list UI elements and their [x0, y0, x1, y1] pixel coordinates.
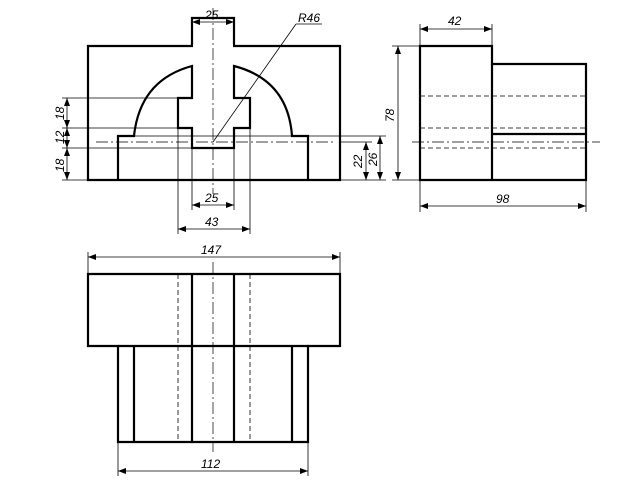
- dim-top-147: 147: [87, 243, 341, 274]
- dim-front-top-25: 25: [191, 8, 235, 28]
- top-view-outline: [86, 272, 342, 444]
- svg-text:78: 78: [383, 108, 397, 122]
- svg-text:42: 42: [448, 14, 462, 28]
- svg-text:25: 25: [204, 191, 219, 205]
- svg-text:18: 18: [53, 158, 67, 172]
- svg-text:12: 12: [53, 130, 67, 144]
- front-view-outline: [86, 16, 342, 182]
- top-view: 147 112: [86, 243, 342, 476]
- svg-text:26: 26: [366, 152, 380, 167]
- svg-text:98: 98: [496, 192, 510, 206]
- dim-side-bottom-98: 98: [419, 180, 587, 212]
- side-view-outline: [418, 44, 588, 182]
- dim-side-height-78: 78: [383, 45, 420, 181]
- dim-top-112: 112: [117, 442, 309, 476]
- svg-text:R46: R46: [298, 11, 320, 25]
- svg-text:112: 112: [201, 457, 220, 471]
- front-view: 25 R46 18 12 18 25: [53, 8, 386, 234]
- dim-front-bottom: 25 43: [177, 128, 251, 234]
- dim-front-right: 22 26: [308, 135, 386, 181]
- svg-text:18: 18: [53, 106, 67, 120]
- svg-text:147: 147: [201, 243, 222, 257]
- svg-text:25: 25: [204, 8, 219, 22]
- dim-front-left-stack: 18 12 18: [53, 97, 192, 181]
- dim-side-top-42: 42: [419, 14, 493, 46]
- dim-front-radius-r46: R46: [212, 11, 322, 143]
- svg-text:22: 22: [351, 154, 365, 169]
- svg-text:43: 43: [205, 215, 219, 229]
- side-view: 42 78 98: [383, 14, 600, 212]
